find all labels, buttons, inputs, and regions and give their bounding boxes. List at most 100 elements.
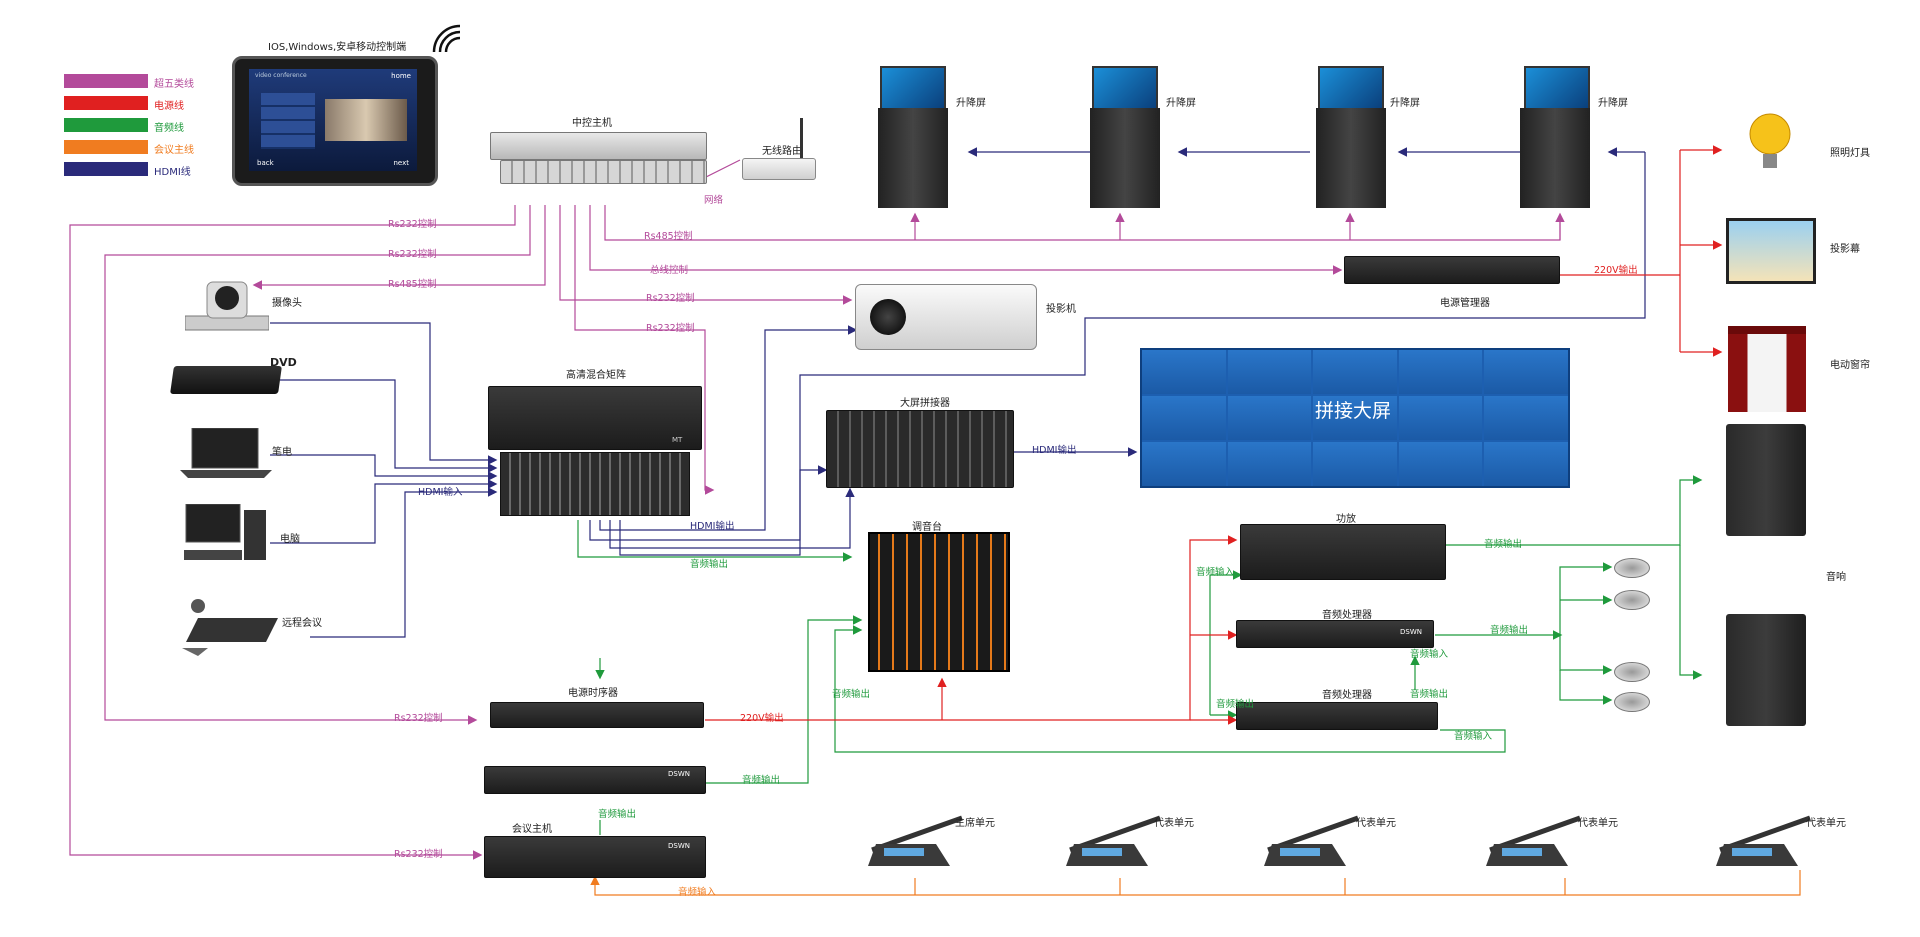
projector-label: 投影机 <box>1046 304 1076 315</box>
power-manager <box>1344 256 1560 284</box>
lift-screen-4-body <box>1520 108 1590 208</box>
amplifier <box>1240 524 1446 580</box>
video-wall-panel <box>1227 442 1312 486</box>
legend-swatch-cat5 <box>64 74 148 88</box>
bus-control-label: 总线控制 <box>650 265 689 276</box>
camera <box>184 278 270 332</box>
legend-swatch-power <box>64 96 148 110</box>
tablet-next-button[interactable]: next <box>393 159 409 167</box>
audio-processor-2-label: 音频处理器 <box>1322 690 1372 701</box>
lift-screen-1 <box>880 66 946 112</box>
video-wall-panel <box>1142 350 1226 394</box>
splicer-label: 大屏拼接器 <box>900 398 950 409</box>
rs232-control-label-2: Rs232控制 <box>388 249 437 260</box>
projector-lens-icon <box>870 299 906 335</box>
video-wall-panel <box>1142 442 1226 486</box>
laptop <box>180 427 272 478</box>
audio-output-matrix-label: 音频输出 <box>690 559 729 570</box>
power-sequencer <box>490 702 704 728</box>
audio-input-conf-label: 音频输入 <box>678 887 717 898</box>
lift-screen-1-label: 升降屏 <box>956 98 986 109</box>
delegate-unit-2-microphone <box>1262 780 1362 872</box>
audio-processor-1 <box>1236 620 1434 648</box>
central-host <box>490 132 707 160</box>
tablet-screen: video conference home back next <box>249 69 417 171</box>
electric-curtain <box>1728 326 1806 412</box>
video-wall-panel <box>1313 442 1397 486</box>
audio-rack-unit-brand: DSWN <box>668 770 690 778</box>
audio-output-mixer-label: 音频输出 <box>832 689 871 700</box>
video-wall-panel <box>1313 350 1397 394</box>
splicer <box>826 410 1014 488</box>
hd-matrix <box>488 386 702 450</box>
rs485-control-label-1: Rs485控制 <box>644 231 693 242</box>
wireless-router <box>742 158 816 180</box>
remote-meeting-label: 远程会议 <box>282 618 322 629</box>
lighting-label: 照明灯具 <box>1830 148 1870 159</box>
lift-screen-1-body <box>878 108 948 208</box>
video-feed-image <box>325 99 407 141</box>
video-wall-panel <box>1398 396 1483 440</box>
lift-screen-4 <box>1524 66 1590 112</box>
conference-host <box>484 836 706 878</box>
central-host-label: 中控主机 <box>572 118 612 129</box>
central-host-rear-panel <box>500 160 707 184</box>
remote-meeting-device <box>178 598 280 658</box>
video-wall-panel <box>1484 442 1568 486</box>
dial-keypad <box>261 93 315 149</box>
computer <box>180 503 270 564</box>
rs232-control-label-3: Rs232控制 <box>646 293 695 304</box>
power-sequencer-label: 电源时序器 <box>568 688 618 699</box>
hd-matrix-brand: MT <box>672 436 683 444</box>
projection-screen-label: 投影幕 <box>1830 244 1860 255</box>
tablet: video conference home back next <box>232 56 438 186</box>
tablet-back-button[interactable]: back <box>257 159 274 167</box>
tablet-home-button[interactable]: home <box>391 72 411 80</box>
projector <box>855 284 1037 350</box>
network-label: 网络 <box>704 195 724 206</box>
rs232-control-label-1: Rs232控制 <box>388 219 437 230</box>
audio-rack-unit <box>484 766 706 794</box>
220v-output-label-2: 220V输出 <box>740 713 784 724</box>
rs485-control-label-2: Rs485控制 <box>388 279 437 290</box>
conference-host-brand: DSWN <box>668 842 690 850</box>
chair-unit-microphone <box>866 780 966 872</box>
video-wall-panel <box>1227 396 1312 440</box>
lift-screen-2 <box>1092 66 1158 112</box>
video-wall-panel <box>1398 442 1483 486</box>
video-wall-panel <box>1313 396 1397 440</box>
video-wall-panel <box>1484 350 1568 394</box>
video-wall <box>1140 348 1570 488</box>
legend-label-hdmi: HDMI线 <box>154 167 191 178</box>
legend-label-power: 电源线 <box>154 101 184 112</box>
video-wall-title: 拼接大屏 <box>1314 400 1391 422</box>
lift-screen-3 <box>1318 66 1384 112</box>
delegate-unit-1-microphone <box>1064 780 1164 872</box>
amplifier-label: 功放 <box>1336 514 1356 525</box>
audio-output-proc-label: 音频输出 <box>1490 625 1529 636</box>
projection-screen <box>1726 218 1816 284</box>
power-manager-label: 电源管理器 <box>1440 298 1490 309</box>
legend-label-audio: 音频线 <box>154 123 184 134</box>
audio-processor-1-label: 音频处理器 <box>1322 610 1372 621</box>
speakers-label: 音响 <box>1826 572 1846 583</box>
dvd-player <box>170 366 282 394</box>
mixer <box>868 532 1010 672</box>
delegate-unit-1-label: 代表单元 <box>1154 818 1194 829</box>
tablet-screen-header: video conference <box>255 72 307 79</box>
audio-output-conf-label: 音频输出 <box>598 809 637 820</box>
ceiling-speaker-icon <box>1614 662 1650 682</box>
ceiling-speaker-icon <box>1614 558 1650 578</box>
lift-screen-4-label: 升降屏 <box>1598 98 1628 109</box>
computer-label: 电脑 <box>280 534 300 545</box>
220v-output-label-1: 220V输出 <box>1594 265 1638 276</box>
chair-unit-label: 主席单元 <box>955 818 995 829</box>
legend-swatch-audio <box>64 118 148 132</box>
camera-label: 摄像头 <box>272 298 302 309</box>
audio-lines <box>577 475 1703 835</box>
audio-output-mixer2-label: 音频输出 <box>1410 689 1449 700</box>
router-antenna-icon <box>800 118 803 158</box>
audio-output-rack-label: 音频输出 <box>742 775 781 786</box>
light-bulb-icon <box>1748 112 1792 168</box>
laptop-label: 笔电 <box>272 447 292 458</box>
